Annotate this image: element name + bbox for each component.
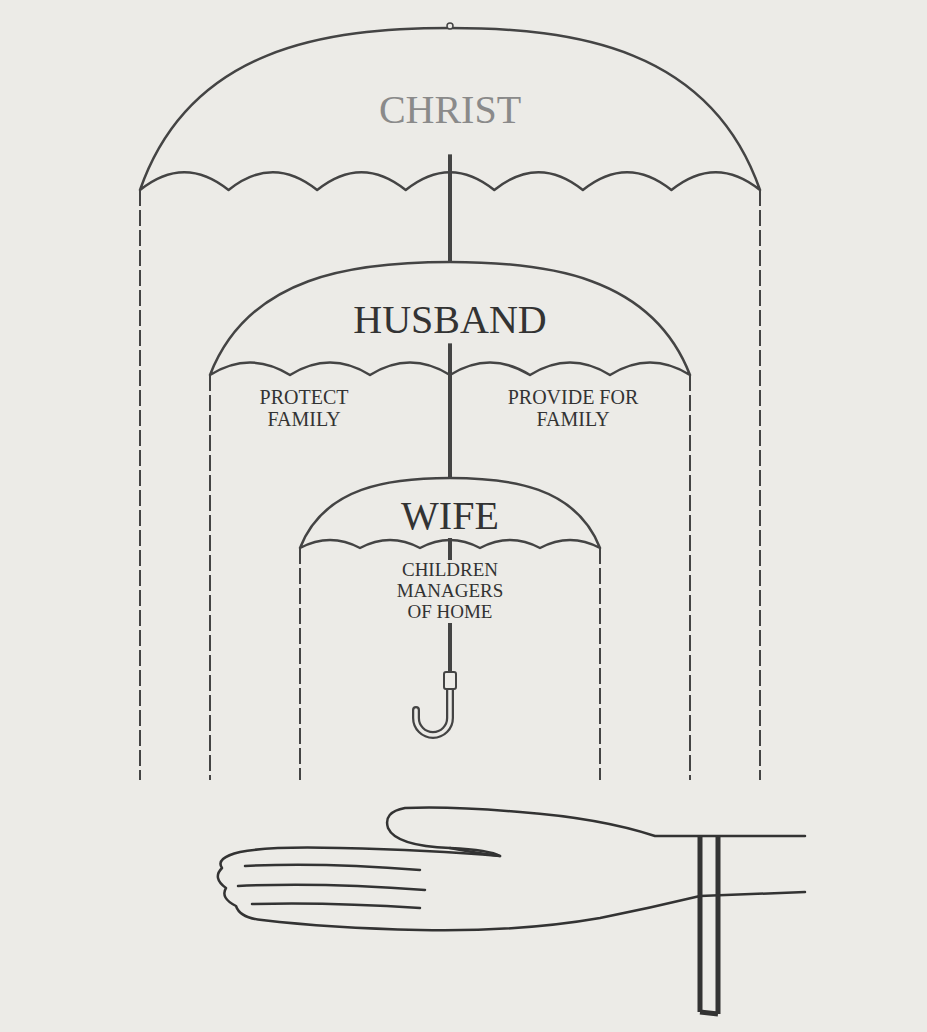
role-text: PROTECT FAMILY xyxy=(242,386,367,430)
umbrella-tip xyxy=(447,23,453,29)
shelter-dashed-line xyxy=(140,190,760,780)
hand-finger-lines xyxy=(238,848,500,908)
umbrella-shaft-connector xyxy=(448,190,452,262)
umbrella-shaft xyxy=(448,343,452,375)
role-text: PROVIDE FOR FAMILY xyxy=(481,386,666,430)
umbrella-label: HUSBAND xyxy=(320,298,580,342)
umbrella-shaft xyxy=(448,154,452,190)
umbrella-label: CHRIST xyxy=(340,88,560,132)
umbrella-node: WIFE CHILDREN MANAGERS OF HOME xyxy=(300,478,600,780)
umbrella-canopy xyxy=(300,478,600,548)
umbrella-node: WIFE CHILDREN MANAGERS OF HOME HUSBAND PROT… xyxy=(140,28,760,780)
umbrella-node: WIFE CHILDREN MANAGERS OF HOME HUSBAND PROT… xyxy=(210,262,690,780)
role-text: CHILDREN MANAGERS OF HOME xyxy=(380,560,520,623)
hand-cuff xyxy=(700,836,718,1014)
umbrella-label: WIFE xyxy=(375,494,525,538)
shelter-dashed-line xyxy=(300,548,600,780)
umbrella-canopy xyxy=(210,262,690,375)
umbrella-canopy xyxy=(140,28,760,190)
umbrella-shaft-connector xyxy=(448,375,452,478)
shelter-dashed-line xyxy=(210,375,690,780)
